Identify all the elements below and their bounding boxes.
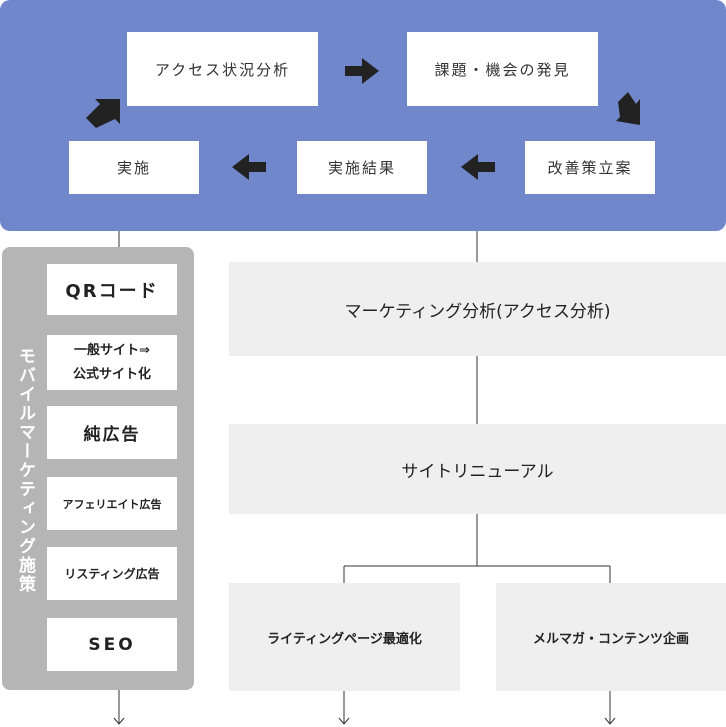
- measure-pure-ad-label: 純広告: [83, 425, 141, 445]
- cycle-step-improvement-plan: 改善策立案: [525, 141, 655, 194]
- cycle-step-implementation-result-label: 実施結果: [327, 159, 396, 177]
- mobile-marketing-sidebar: [2, 247, 194, 690]
- down-arrow-icon-1: [113, 690, 125, 725]
- measure-official-site-line1: 一般サイト⇒: [74, 342, 150, 358]
- measure-qr-code-label: QRコード: [65, 280, 159, 302]
- cycle-step-access-analysis: アクセス状況分析: [127, 32, 318, 106]
- measure-qr-code: QRコード: [47, 264, 177, 315]
- flow-site-renewal: サイトリニューアル: [229, 424, 726, 514]
- cycle-step-implementation-result: 実施結果: [297, 141, 427, 194]
- cycle-step-issue-discovery: 課題・機会の発見: [407, 32, 598, 106]
- down-arrow-icon-2: [338, 691, 350, 725]
- cycle-step-implementation-label: 実施: [116, 159, 151, 177]
- measure-seo: SEO: [47, 618, 177, 671]
- measure-official-site: 一般サイト⇒ 公式サイト化: [47, 335, 177, 390]
- cycle-step-implementation: 実施: [69, 141, 199, 194]
- flow-writing-page-optimization-label: ライティングページ最適化: [267, 631, 422, 647]
- cycle-panel: [0, 0, 726, 231]
- cycle-step-issue-discovery-label: 課題・機会の発見: [434, 60, 571, 79]
- measure-listing-ad: リスティング広告: [47, 547, 177, 600]
- measure-affiliate-ad-label: アフェリエイト広告: [62, 497, 162, 511]
- measure-seo-label: SEO: [88, 634, 136, 655]
- flow-site-renewal-label: サイトリニューアル: [401, 461, 554, 482]
- flow-marketing-analysis: マーケティング分析(アクセス分析): [229, 262, 726, 356]
- flow-marketing-analysis-label: マーケティング分析(アクセス分析): [344, 301, 611, 322]
- flow-mail-magazine-content: メルマガ・コンテンツ企画: [496, 583, 726, 691]
- sidebar-title: モバイルマーケティング施策: [15, 346, 35, 594]
- down-arrow-icon-3: [604, 691, 616, 725]
- measure-listing-ad-label: リスティング広告: [64, 567, 160, 581]
- cycle-step-access-analysis-label: アクセス状況分析: [154, 60, 291, 79]
- flow-writing-page-optimization: ライティングページ最適化: [229, 583, 460, 691]
- flow-mail-magazine-content-label: メルマガ・コンテンツ企画: [532, 631, 689, 647]
- cycle-step-improvement-plan-label: 改善策立案: [547, 159, 633, 177]
- measure-official-site-line2: 公式サイト化: [72, 366, 151, 382]
- measure-affiliate-ad: アフェリエイト広告: [47, 477, 177, 530]
- measure-pure-ad: 純広告: [47, 406, 177, 459]
